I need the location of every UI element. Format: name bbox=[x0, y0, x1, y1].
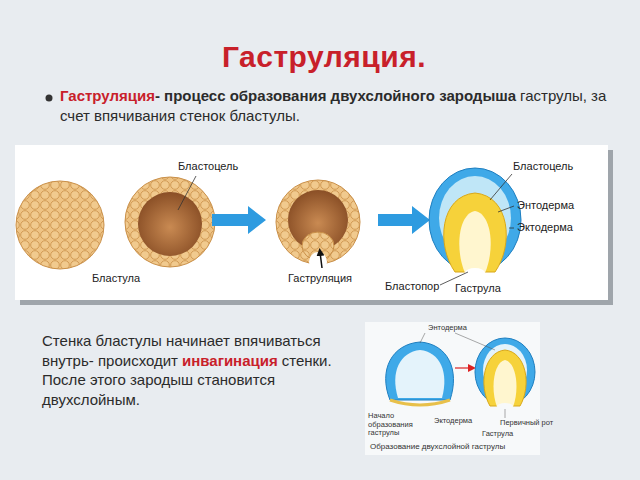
leader-line bbox=[420, 333, 505, 418]
inset-figures bbox=[386, 338, 535, 409]
part-label: Бластоцель bbox=[513, 160, 573, 172]
part-label: Начало образования гаструлы bbox=[368, 412, 430, 438]
body-text: стенки. bbox=[282, 352, 332, 369]
process-arrow bbox=[378, 206, 430, 234]
body-text: После этого зародыш становится двухслойн… bbox=[42, 370, 332, 409]
slide-title: Гаструляция. bbox=[4, 40, 640, 74]
gastrulation-figure bbox=[276, 180, 360, 272]
part-label: Энтодерма bbox=[517, 199, 574, 211]
panel bbox=[15, 145, 608, 300]
bullet-paragraph: Гаструляция- процесс образования двухсло… bbox=[60, 86, 620, 125]
bullet-dot bbox=[46, 95, 53, 102]
gastrula-figure bbox=[429, 168, 521, 278]
part-label: Энтодерма bbox=[428, 324, 467, 333]
stage-label: Гаструла bbox=[455, 282, 501, 294]
body-text: Стенка бластулы начинает впячиваться вну… bbox=[42, 332, 321, 369]
inset-image bbox=[365, 322, 540, 455]
leader-line bbox=[178, 174, 514, 285]
term: Гаструляция bbox=[60, 87, 155, 104]
part-label: Бластопор bbox=[385, 280, 439, 292]
part-label: Эктодерма bbox=[517, 221, 573, 233]
body-paragraph: Стенка бластулы начинает впячиваться вну… bbox=[42, 331, 332, 409]
stage-label: Бластула bbox=[92, 272, 140, 284]
part-label: Бластоцель bbox=[178, 160, 238, 172]
stage-label: Гаструляция bbox=[288, 272, 352, 284]
process-arrow bbox=[212, 206, 266, 234]
definition-bold: - процесс образования двухслойного зарод… bbox=[155, 87, 516, 104]
part-label: Эктодерма bbox=[434, 417, 472, 426]
part-label: Первичный рот bbox=[500, 419, 553, 428]
blastula-section bbox=[125, 177, 215, 267]
term: инвагинация bbox=[182, 352, 278, 369]
image-caption: Образование двухслойной гаструлы bbox=[370, 442, 505, 451]
stage-label: Гаструла bbox=[482, 430, 513, 439]
blastula bbox=[16, 181, 104, 269]
